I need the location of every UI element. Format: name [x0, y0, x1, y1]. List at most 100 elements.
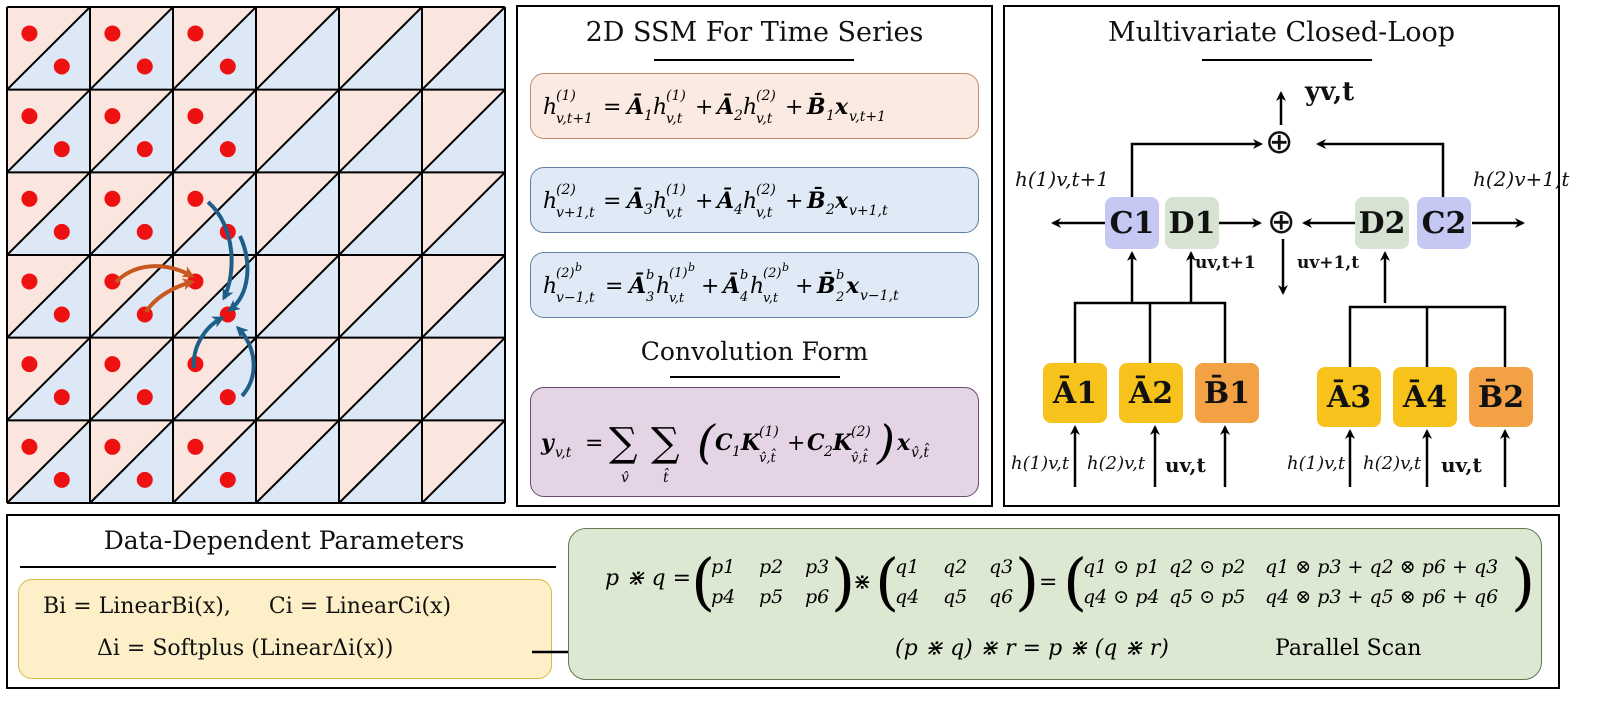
- svg-text:3: 3: [644, 202, 653, 218]
- grid-dot: [53, 389, 70, 406]
- grid-diagonal: [172, 254, 257, 339]
- dependency-arrow: [227, 235, 250, 312]
- svg-text:v̂,t̂: v̂,t̂: [851, 448, 869, 466]
- svg-text:4: 4: [733, 202, 743, 218]
- q-matrix-cell: q5: [943, 586, 967, 608]
- grid-dot: [104, 356, 121, 373]
- svg-text:2: 2: [733, 108, 743, 124]
- svg-text:+: +: [695, 189, 713, 214]
- svg-text:2: 2: [835, 290, 844, 305]
- conv-title-rule: [670, 376, 840, 378]
- grid-dot: [219, 389, 236, 406]
- assoc-equation: (p ⋇ q) ⋇ r = p ⋇ (q ⋇ r): [895, 636, 1169, 661]
- grid-dot: [53, 223, 70, 240]
- svg-text:(1): (1): [759, 424, 779, 440]
- svg-text:Ā: Ā: [715, 187, 734, 214]
- grid-diagonal: [338, 419, 423, 504]
- grid-diagonal: [172, 88, 257, 174]
- grid-dot: [136, 223, 153, 240]
- svg-text:Ā: Ā: [721, 272, 740, 299]
- parallel-scan-label: Parallel Scan: [1275, 636, 1421, 661]
- grid-dot: [219, 471, 236, 488]
- p-matrix-cell: p1: [711, 556, 735, 578]
- svg-text:1: 1: [826, 108, 835, 124]
- closed-loop-title: Multivariate Closed-Loop: [1107, 17, 1456, 48]
- grid-dot: [104, 190, 121, 207]
- svg-text:h: h: [653, 95, 667, 120]
- grid-diagonal: [89, 171, 174, 256]
- svg-text:1: 1: [644, 108, 653, 124]
- grid-dot: [136, 58, 153, 75]
- grid-dot: [53, 141, 70, 158]
- grid-diagonal: [255, 6, 340, 91]
- svg-text:h: h: [653, 189, 667, 214]
- svg-text:(: (: [1063, 545, 1087, 618]
- eq-h1-render: h (1) v,t+1 = Ā 1 h (1) v,t + Ā 2 h (2) …: [543, 88, 886, 127]
- params-box: Bi = LinearBi(x), Ci = LinearCi(x) Δi = …: [18, 579, 552, 679]
- scan-equation: p ⋇ q = ( p1 p2 p3 p4 p5 p6 ) ⋇ ( q1 q2 …: [605, 545, 1535, 661]
- svg-text:3: 3: [646, 290, 654, 305]
- svg-text:h: h: [543, 274, 557, 299]
- result-matrix-cell: q2 ⊙ p2: [1169, 556, 1246, 578]
- u-left-label: uv,t+1: [1195, 253, 1256, 273]
- p-matrix-cell: p3: [805, 556, 829, 578]
- input-h2-left: h(2)v,t: [1087, 453, 1146, 474]
- input-h1-right: h(1)v,t: [1287, 453, 1346, 474]
- svg-text:b: b: [740, 268, 748, 283]
- svg-text:Ā: Ā: [625, 93, 644, 120]
- grid-diagonal: [89, 254, 174, 339]
- svg-text:C: C: [715, 430, 733, 456]
- svg-text:C: C: [807, 430, 825, 456]
- svg-text:): ): [1511, 545, 1535, 618]
- svg-text:B̄: B̄: [806, 186, 826, 214]
- c1-box: C1: [1105, 197, 1159, 249]
- svg-text:⋇: ⋇: [853, 570, 871, 595]
- svg-text:): ): [831, 545, 855, 618]
- grid-dot: [187, 438, 204, 455]
- svg-text:(1): (1): [556, 88, 576, 104]
- grid-diagonal: [421, 6, 506, 91]
- eq-conv-render: y v,t = ∑ v̂ ∑ t̂ ( C 1 K (1) v̂,t̂ + C …: [540, 415, 929, 486]
- grid-diagonal: [172, 336, 257, 422]
- svg-text:+: +: [785, 95, 803, 120]
- svg-text:=: =: [585, 431, 603, 456]
- grid-diagonal: [6, 254, 91, 339]
- p-matrix-cell: p5: [759, 586, 783, 608]
- dependency-arrow: [144, 278, 195, 314]
- p-matrix-cell: p6: [805, 586, 829, 608]
- svg-text:∑: ∑: [651, 420, 680, 466]
- svg-text:+: +: [785, 189, 803, 214]
- closed-loop-wiring: [1051, 91, 1525, 487]
- grid-diagonal: [338, 88, 423, 174]
- svg-text:b: b: [782, 261, 789, 274]
- sum-top-symbol: ⊕: [1265, 122, 1294, 162]
- svg-text:v,t: v,t: [669, 291, 685, 306]
- svg-text:x: x: [896, 430, 911, 456]
- input-h1-left: h(1)v,t: [1011, 453, 1070, 474]
- input-u-left: uv,t: [1165, 453, 1206, 477]
- param-line-2: Δi = Softplus (LinearΔi(x)): [97, 636, 394, 661]
- svg-text:B̄: B̄: [816, 271, 836, 299]
- svg-text:b: b: [836, 268, 844, 283]
- svg-text:=: =: [603, 95, 621, 120]
- a1-box: Ā1: [1043, 363, 1107, 423]
- svg-text:(1): (1): [669, 266, 687, 281]
- eq-h2-render: h (2) v+1,t = Ā 3 h (1) v,t + Ā 4 h (2) …: [543, 182, 888, 221]
- params-title-rule: [20, 566, 556, 568]
- result-matrix-cell: q4 ⊗ p3 + q5 ⊗ p6 + q6: [1265, 586, 1498, 608]
- dependency-arrow: [235, 325, 256, 398]
- eq-h2b-render: h (2) b v−1,t = Ā b 3 h (1) b v,t + Ā b …: [543, 261, 899, 306]
- grid-diagonal: [421, 88, 506, 174]
- grid-diagram: [6, 6, 506, 504]
- svg-text:v,t: v,t: [666, 111, 683, 127]
- input-u-right: uv,t: [1441, 453, 1482, 477]
- grid-dot: [219, 141, 236, 158]
- svg-text:(: (: [691, 545, 715, 618]
- svg-text:x: x: [845, 273, 860, 299]
- svg-text:K: K: [740, 430, 761, 456]
- svg-text:v−1,t: v−1,t: [556, 290, 595, 306]
- grid-diagonal: [89, 6, 174, 91]
- svg-text:(2): (2): [756, 88, 776, 104]
- svg-text:=: =: [605, 274, 623, 299]
- b2-box: B̄2: [1469, 367, 1533, 427]
